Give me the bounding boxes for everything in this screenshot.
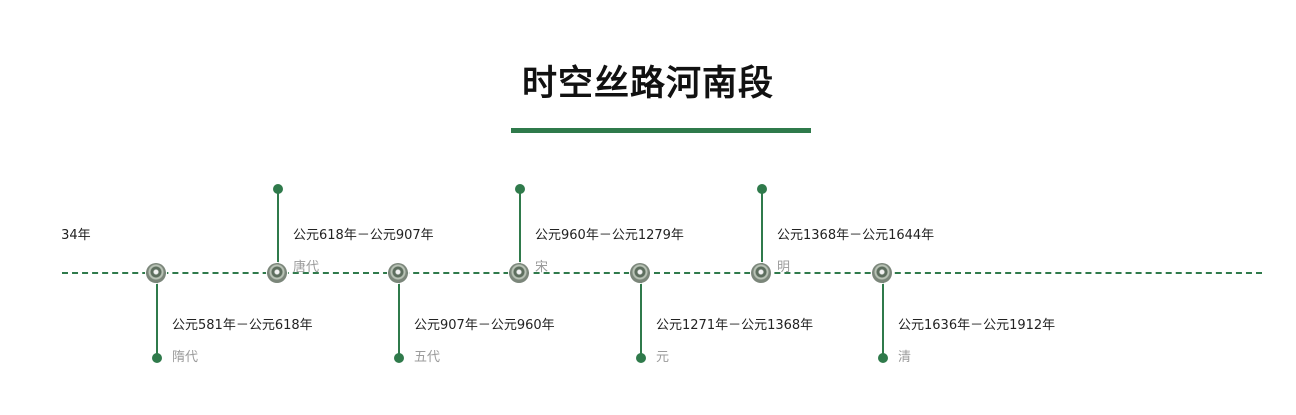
timeline-node-dot	[515, 184, 525, 194]
timeline-node-dynasty: 元	[656, 349, 669, 367]
title-underline	[511, 128, 811, 133]
timeline-node-dynasty: 五代	[414, 349, 440, 367]
dynasty-medallion-icon[interactable]	[388, 263, 408, 283]
timeline-node-dynasty: 隋代	[172, 349, 198, 367]
dynasty-medallion-icon[interactable]	[751, 263, 771, 283]
timeline-node-dot	[757, 184, 767, 194]
timeline-node-dynasty: 明	[777, 259, 790, 277]
timeline-node-stem	[640, 273, 642, 357]
timeline-node-qing[interactable]: 公元1636年－公元1912年 清	[882, 140, 1062, 400]
timeline[interactable]: 公元386年－公元534年 北魏 公元581年－公元618年 隋代 公元618年…	[62, 140, 1262, 400]
page-title: 时空丝路河南段	[0, 60, 1296, 108]
dynasty-medallion-icon[interactable]	[630, 263, 650, 283]
timeline-node-dot	[636, 353, 646, 363]
timeline-node-beiwei[interactable]: 公元386年－公元534年 北魏	[62, 140, 114, 400]
timeline-node-date: 公元1636年－公元1912年	[898, 317, 1055, 335]
timeline-node-stem	[519, 189, 521, 273]
timeline-node-stem	[398, 273, 400, 357]
timeline-node-stem	[761, 189, 763, 273]
dynasty-medallion-icon[interactable]	[509, 263, 529, 283]
timeline-node-dynasty: 清	[898, 349, 911, 367]
timeline-node-dot	[152, 353, 162, 363]
timeline-node-stem	[156, 273, 158, 357]
dynasty-medallion-icon[interactable]	[267, 263, 287, 283]
timeline-node-stem	[882, 273, 884, 357]
timeline-node-dynasty: 宋	[535, 259, 548, 277]
dynasty-medallion-icon[interactable]	[872, 263, 892, 283]
timeline-node-stem	[277, 189, 279, 273]
timeline-node-dot	[394, 353, 404, 363]
dynasty-medallion-icon[interactable]	[146, 263, 166, 283]
timeline-node-dot	[878, 353, 888, 363]
timeline-node-date: 公元386年－公元534年	[62, 227, 91, 245]
timeline-node-dynasty: 唐代	[293, 259, 319, 277]
timeline-node-dot	[273, 184, 283, 194]
